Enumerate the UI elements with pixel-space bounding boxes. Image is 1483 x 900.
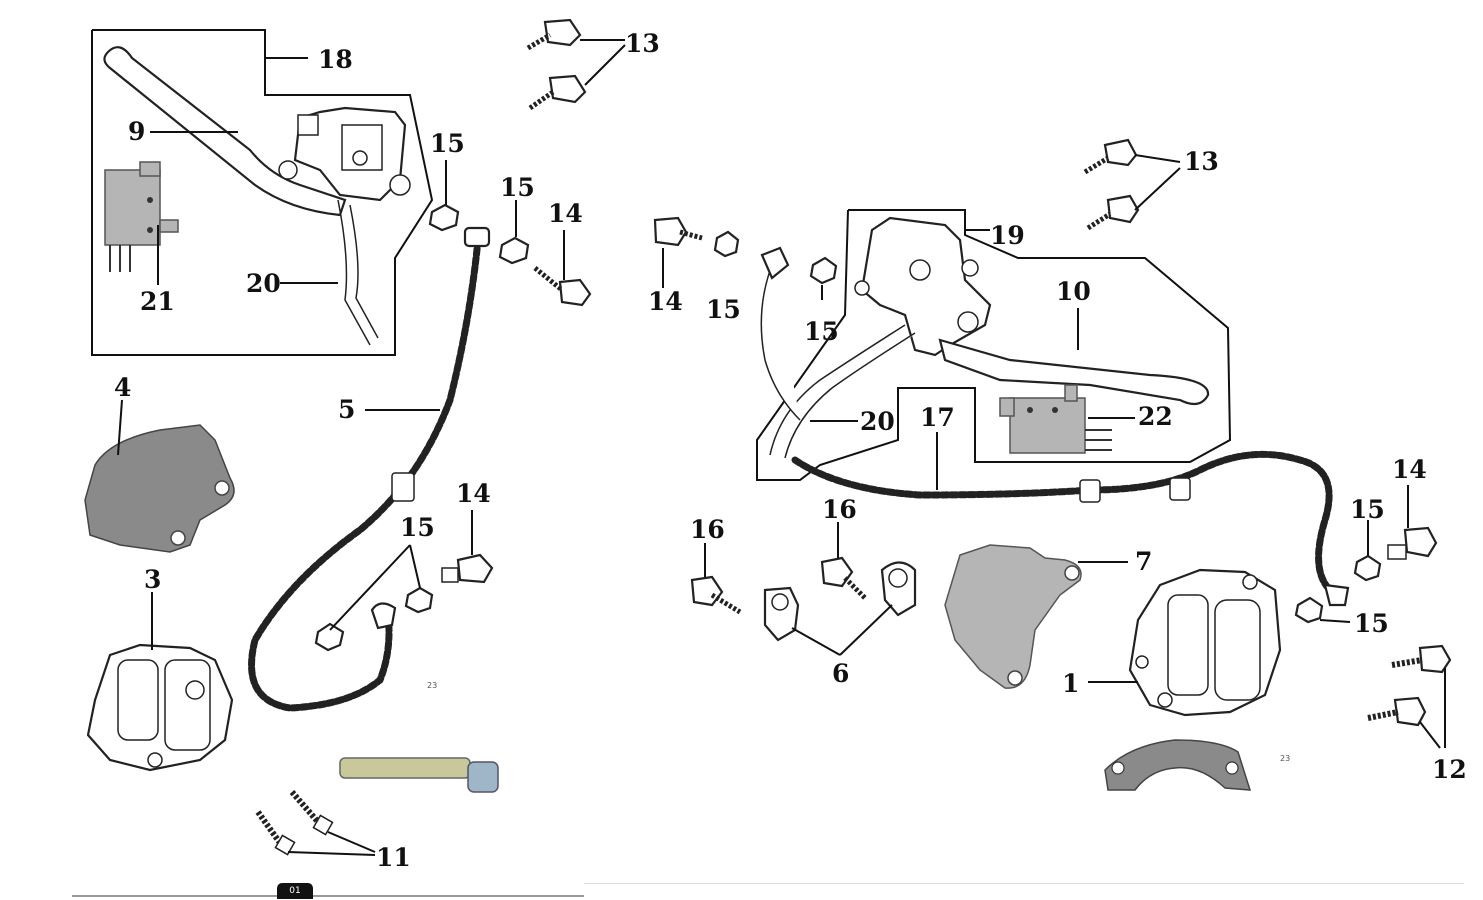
callout-16-b: 16	[822, 495, 857, 524]
right-hose-end-fitting	[760, 246, 790, 280]
left-brake-pad	[84, 399, 235, 553]
bolts-11	[255, 790, 376, 856]
callout-20-left: 20	[246, 269, 281, 298]
callout-15-e: 15	[400, 513, 435, 542]
callout-13-a: 13	[625, 29, 660, 58]
small-mark-left: 23	[427, 681, 437, 690]
callout-10: 10	[1056, 277, 1091, 306]
bolts-16	[690, 522, 867, 615]
callout-9: 9	[128, 117, 145, 146]
callout-1: 1	[1062, 669, 1079, 698]
left-caliper	[86, 592, 234, 772]
left-short-hose	[337, 199, 371, 346]
banjo-fittings-6	[763, 561, 917, 656]
callout-12: 12	[1432, 755, 1467, 784]
right-brake-pad	[944, 544, 1128, 689]
callout-22: 22	[1138, 402, 1173, 431]
bolts-14	[441, 216, 1438, 584]
left-brake-hose	[248, 226, 491, 712]
right-brake-lever	[938, 338, 1210, 406]
callout-15-c: 15	[706, 295, 741, 324]
callout-15-a: 15	[430, 129, 465, 158]
bottom-rule	[72, 895, 584, 897]
right-brake-hose	[791, 432, 1350, 607]
bottom-divider	[584, 883, 1464, 884]
page-tab[interactable]: 01	[277, 883, 313, 899]
callout-18: 18	[318, 45, 353, 74]
callout-20-right: 20	[860, 407, 895, 436]
left-brake-switch	[104, 161, 179, 272]
bolts-13-top	[526, 18, 626, 111]
bolts-13-right	[1083, 138, 1181, 231]
callout-3: 3	[144, 565, 161, 594]
callout-13-b: 13	[1184, 147, 1219, 176]
right-brake-switch	[999, 384, 1112, 454]
callout-15-g: 15	[1354, 609, 1389, 638]
callout-5: 5	[338, 395, 355, 424]
bolts-12	[1367, 644, 1452, 749]
callout-6: 6	[832, 659, 849, 688]
callout-17: 17	[920, 403, 955, 432]
callout-21: 21	[140, 287, 175, 316]
callout-4: 4	[114, 373, 131, 402]
caliper-bracket	[1104, 739, 1252, 791]
callout-14-b: 14	[648, 287, 683, 316]
small-mark-right: 23	[1280, 754, 1290, 763]
callout-15-b: 15	[500, 173, 535, 202]
callout-14-a: 14	[548, 199, 583, 228]
caliper-pin	[339, 757, 499, 793]
callout-16-a: 16	[690, 515, 725, 544]
callout-7: 7	[1135, 547, 1152, 576]
right-caliper	[1088, 568, 1282, 717]
callout-19: 19	[990, 221, 1025, 250]
callout-15-d: 15	[804, 317, 839, 346]
callout-14-d: 14	[1392, 455, 1427, 484]
washers-15	[314, 160, 1382, 652]
left-master-cylinder-group	[91, 29, 434, 356]
right-master-cylinder-group	[756, 209, 1232, 481]
callout-14-c: 14	[456, 479, 491, 508]
callout-11: 11	[376, 843, 411, 872]
right-hose-line	[760, 264, 801, 421]
callout-15-f: 15	[1350, 495, 1385, 524]
